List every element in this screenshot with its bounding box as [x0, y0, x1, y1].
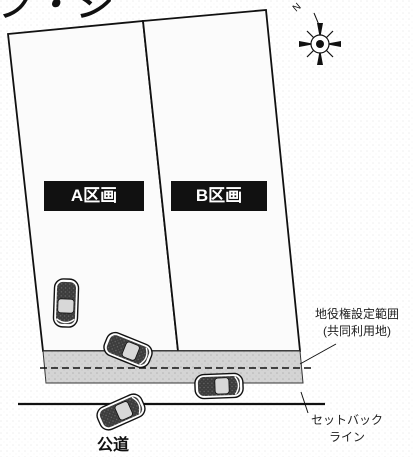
public-road-label: 公道 — [96, 437, 129, 454]
easement-note-line2: (共同利用地) — [323, 324, 391, 338]
easement-note-line1: 地役権設定範囲 — [314, 307, 399, 321]
easement-area-texture — [43, 351, 303, 383]
easement-note: 地役権設定範囲 (共同利用地) — [300, 306, 414, 340]
car-icon — [193, 372, 245, 400]
easement-leader-line — [299, 343, 337, 365]
setback-note-line2: ライン — [328, 430, 365, 444]
compass-rose-icon — [299, 12, 341, 65]
setback-note-line1: セットバック — [310, 413, 383, 427]
car-icon — [52, 277, 80, 329]
lot-b-label: B区画 — [171, 181, 267, 211]
heading-fragment: ブ・ジ — [0, 0, 116, 24]
lot-a-label: A区画 — [44, 181, 144, 211]
setback-leader-line — [300, 391, 309, 414]
setback-note: セットバック ライン — [292, 412, 402, 446]
